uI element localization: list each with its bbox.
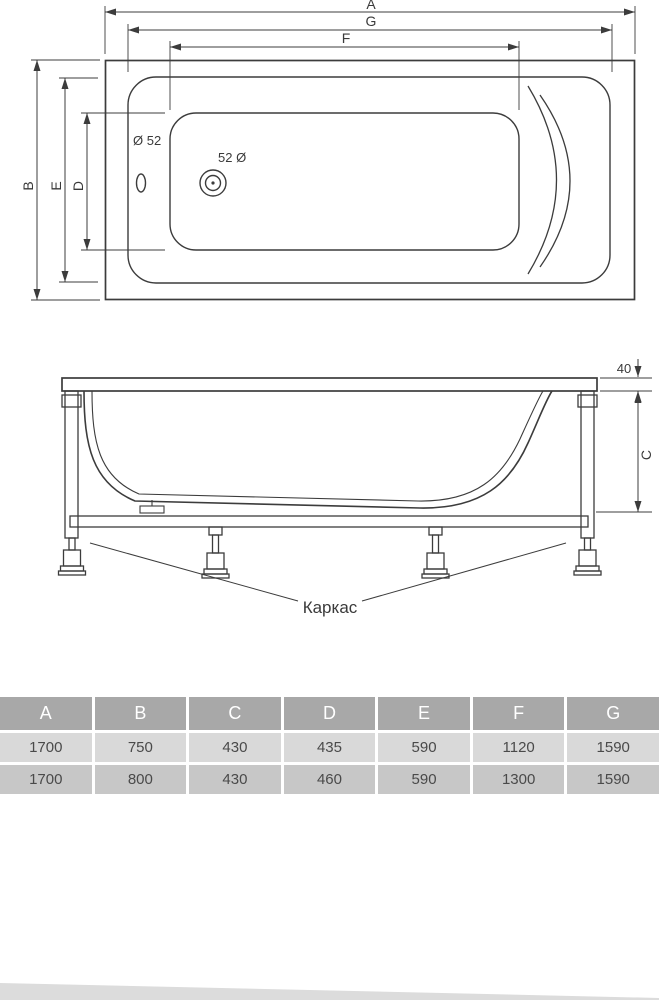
dimension-c [596, 391, 652, 513]
footer-decoration [0, 983, 659, 1000]
dim-label-c: C [638, 450, 654, 460]
dimension-f [169, 41, 520, 110]
frame-leader-right [361, 542, 567, 602]
table-cell: 1590 [567, 765, 659, 794]
table-cell: 460 [283, 765, 376, 794]
dim-label-f: F [342, 30, 351, 46]
dim-label-d: D [70, 181, 86, 191]
frame-leg-left [57, 390, 87, 576]
tub-profile [83, 390, 553, 509]
bathtub-top-view: 52 Ø Ø 52 A G F B [20, 0, 636, 301]
table-cell: 590 [378, 733, 470, 762]
dimension-a [104, 6, 636, 54]
frame-leg-right [573, 390, 602, 576]
table-cell: 1590 [567, 733, 659, 762]
table-header-cell-e: E [378, 697, 470, 730]
backrest-contour [527, 85, 571, 275]
dim-label-40: 40 [617, 361, 631, 376]
table-cell: 1700 [0, 733, 92, 762]
table-cell: 800 [94, 765, 187, 794]
table-header-cell-g: G [567, 697, 659, 730]
frame-leader-lines [89, 542, 567, 602]
tub-rim-side [61, 377, 598, 392]
drain [199, 169, 227, 197]
tub-outer-edge [104, 59, 636, 301]
frame-leg-middle-2 [421, 526, 450, 579]
drain-diameter-label: 52 Ø [218, 150, 246, 165]
dim-label-e: E [48, 181, 64, 190]
frame-leader-left [89, 542, 299, 602]
dim-label-b: B [20, 181, 36, 190]
bathtub-side-view: 40 C Каркас [57, 359, 654, 617]
overflow-hole [135, 173, 147, 193]
table-header-cell-f: F [472, 697, 565, 730]
table-cell: 1300 [472, 765, 565, 794]
frame-label: Каркас [303, 598, 358, 617]
dimension-table: A B C D E F G 1700 750 430 435 590 1120 … [0, 697, 659, 794]
dimension-d [81, 112, 165, 251]
frame-leg-middle-1 [201, 526, 230, 579]
table-cell: 430 [189, 765, 281, 794]
table-header-cell-d: D [283, 697, 376, 730]
dimension-e [59, 77, 98, 283]
dimension-g [127, 24, 613, 72]
table-header-cell-b: B [94, 697, 187, 730]
table-cell: 435 [283, 733, 376, 762]
table-cell: 590 [378, 765, 470, 794]
table-cell: 1120 [472, 733, 565, 762]
drain-trap [139, 500, 165, 514]
dim-label-a: A [366, 0, 376, 12]
overflow-diameter-label: Ø 52 [133, 133, 161, 148]
table-cell: 430 [189, 733, 281, 762]
dim-label-g: G [366, 13, 377, 29]
frame-rail [69, 515, 589, 528]
table-header-cell-a: A [0, 697, 92, 730]
table-cell: 750 [94, 733, 187, 762]
dimension-b [31, 59, 100, 301]
table-header-cell-c: C [189, 697, 281, 730]
table-cell: 1700 [0, 765, 92, 794]
tub-basin [169, 112, 520, 251]
tub-rim [127, 76, 611, 284]
